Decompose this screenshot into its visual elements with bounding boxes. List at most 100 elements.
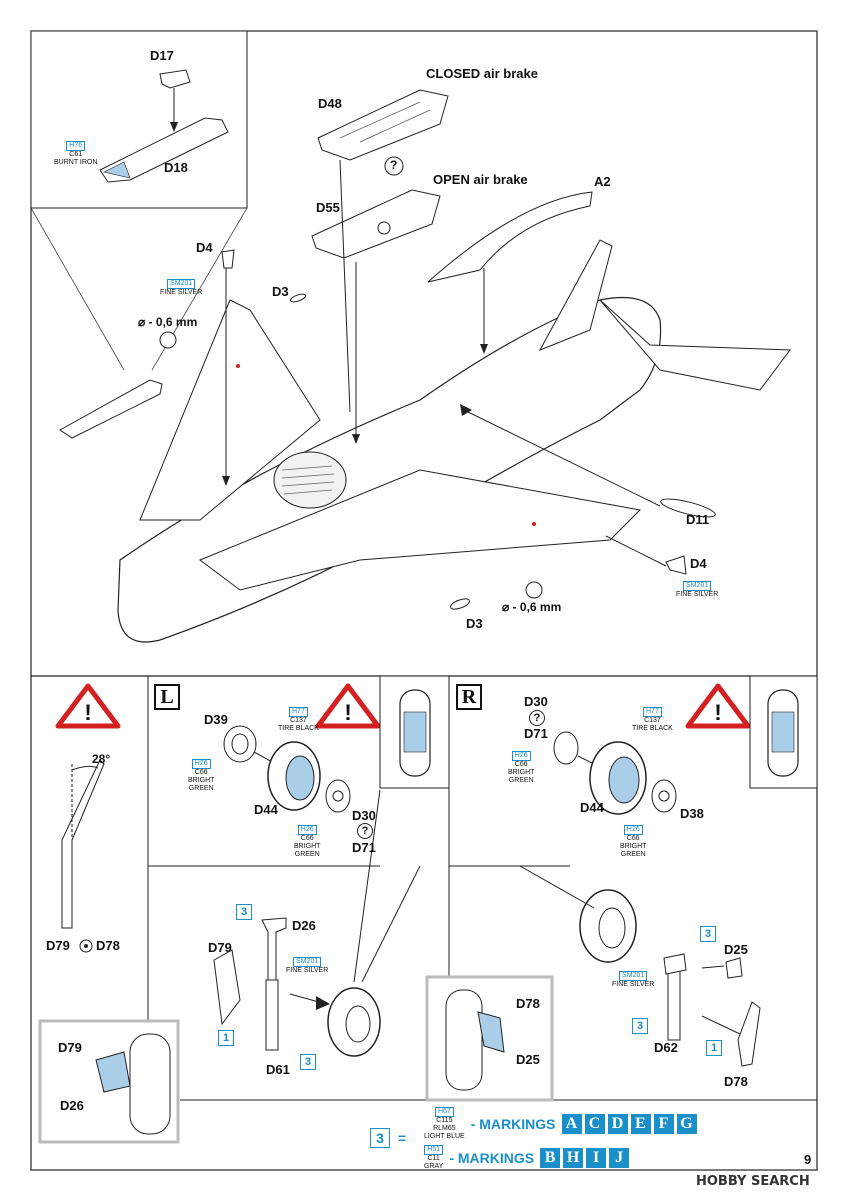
paint-name: RLM65 [433, 1125, 456, 1132]
label-d44-l: D44 [254, 802, 278, 817]
inset-tire-2 [129, 1033, 171, 1135]
legend-paint-gray: H51 C11 GRAY [424, 1144, 443, 1171]
paint-name: BRIGHT [294, 843, 321, 850]
paint-name: GRAY [424, 1163, 444, 1170]
arrow-head [352, 434, 360, 444]
part-d62-top [663, 953, 687, 975]
air-brake-open-detail [377, 221, 391, 235]
marking-letter-f: F [653, 1113, 674, 1134]
paint-name: GREEN [188, 785, 214, 792]
label-d18: D18 [164, 160, 188, 175]
marking-letter-i: I [586, 1147, 607, 1168]
label-d78-r: D78 [724, 1074, 748, 1089]
angle-arc [71, 765, 99, 771]
paint-burnt-iron: H76 C61 BURNT IRON [54, 140, 97, 167]
label-d79-l: D79 [208, 940, 232, 955]
paint-code-c: C66 [300, 835, 314, 842]
part-d4-right [665, 555, 687, 575]
drill-icon-bottom [525, 581, 543, 599]
label-d71-l: D71 [352, 840, 376, 855]
tail-vertical [538, 239, 613, 351]
label-d25: D25 [724, 942, 748, 957]
label-d17: D17 [150, 48, 174, 63]
part-d62-leg [667, 965, 681, 1041]
angle-label: 28° [92, 752, 111, 766]
inset-label-d26: D26 [60, 1098, 84, 1113]
paint-code-c: C66 [514, 761, 528, 768]
air-brake-closed [317, 89, 449, 161]
paint-name: FINE SILVER [160, 289, 203, 296]
paint-name: GREEN [508, 777, 534, 784]
inset-label-d79: D79 [58, 1040, 82, 1055]
question-circle-r: ? [529, 710, 545, 726]
arrow-head [460, 404, 472, 416]
marking-letter-e: E [630, 1113, 651, 1134]
leader-d11 [463, 409, 661, 507]
label-d26: D26 [292, 918, 316, 933]
paint-code-h: H77 [289, 707, 308, 717]
arrow-head [316, 996, 330, 1010]
paint-bright-green-l1: H26 C66 BRIGHT GREEN [188, 758, 214, 793]
color-box-3: 3 [700, 926, 716, 942]
wing-lower [198, 469, 642, 591]
part-d3-bottom [450, 598, 470, 610]
tail-fin [599, 299, 791, 391]
warning-icon-left: ! [55, 683, 121, 729]
page-frame [30, 30, 818, 1171]
paint-name: FINE SILVER [286, 967, 329, 974]
part-d18 [99, 117, 229, 183]
question-circle-l: ? [357, 823, 373, 839]
part-d79-door [213, 949, 241, 1026]
marking-letter-b: B [540, 1147, 561, 1168]
label-d3-top: D3 [272, 284, 289, 299]
paint-code-c: C61 [69, 151, 83, 158]
intake [273, 451, 347, 509]
paint-code-c: C137 [644, 717, 661, 724]
label-d79: D79 [46, 938, 70, 953]
arrow-d25 [701, 965, 725, 969]
air-brake-closed-detail [339, 101, 431, 143]
tire-highlight-l [403, 711, 427, 753]
part-d18-left [59, 379, 163, 439]
glue-join-dot [84, 944, 88, 948]
paint-fine-silver-top: SM201 FINE SILVER [160, 278, 202, 297]
paint-name: GREEN [294, 851, 320, 858]
marking-letter-a: A [561, 1113, 582, 1134]
color-box-3: 3 [236, 904, 252, 920]
paint-code-h: H26 [623, 825, 643, 835]
part-d4-top [221, 249, 235, 269]
wing-left [139, 299, 321, 521]
paint-tire-black-l: H77 C137 TIRE BLACK [278, 706, 319, 733]
label-open-air-brake: OPEN air brake [433, 172, 528, 187]
marking-letter-h: H [563, 1147, 584, 1168]
paint-bright-green-r2: H26 C66 BRIGHT GREEN [620, 824, 646, 859]
paint-name: GREEN [620, 851, 646, 858]
paint-code-sm: SM201 [683, 581, 712, 591]
paint-name: TIRE BLACK [632, 725, 673, 732]
side-marker-r: R [456, 684, 482, 710]
marking-letter-g: G [676, 1113, 697, 1134]
arrow-head [170, 122, 178, 132]
paint-name: LIGHT BLUE [424, 1133, 465, 1140]
question-circle [384, 156, 404, 176]
paint-name: TIRE BLACK [278, 725, 319, 732]
paint-fine-silver-l-gear: SM201 FINE SILVER [286, 956, 328, 975]
label-d38: D38 [680, 806, 704, 821]
paint-code-sm: SM201 [293, 957, 322, 967]
arrow-d78 [701, 1015, 741, 1035]
markings-label: - MARKINGS [470, 1115, 556, 1132]
drill-note-bottom: ⌀ - 0,6 mm [502, 600, 562, 614]
part-d79-strut [61, 759, 105, 929]
color-box-1: 1 [706, 1040, 722, 1056]
part-d38-hub [651, 779, 677, 813]
marking-letter-d: D [607, 1113, 628, 1134]
paint-code-c: C66 [626, 835, 640, 842]
air-brake-open [311, 189, 441, 259]
label-d11: D11 [686, 512, 710, 527]
legend-paint-light-blue: H67 C115 RLM65 LIGHT BLUE [424, 1106, 465, 1141]
warning-icon-l-panel: ! [315, 683, 381, 729]
label-d48: D48 [318, 96, 342, 111]
